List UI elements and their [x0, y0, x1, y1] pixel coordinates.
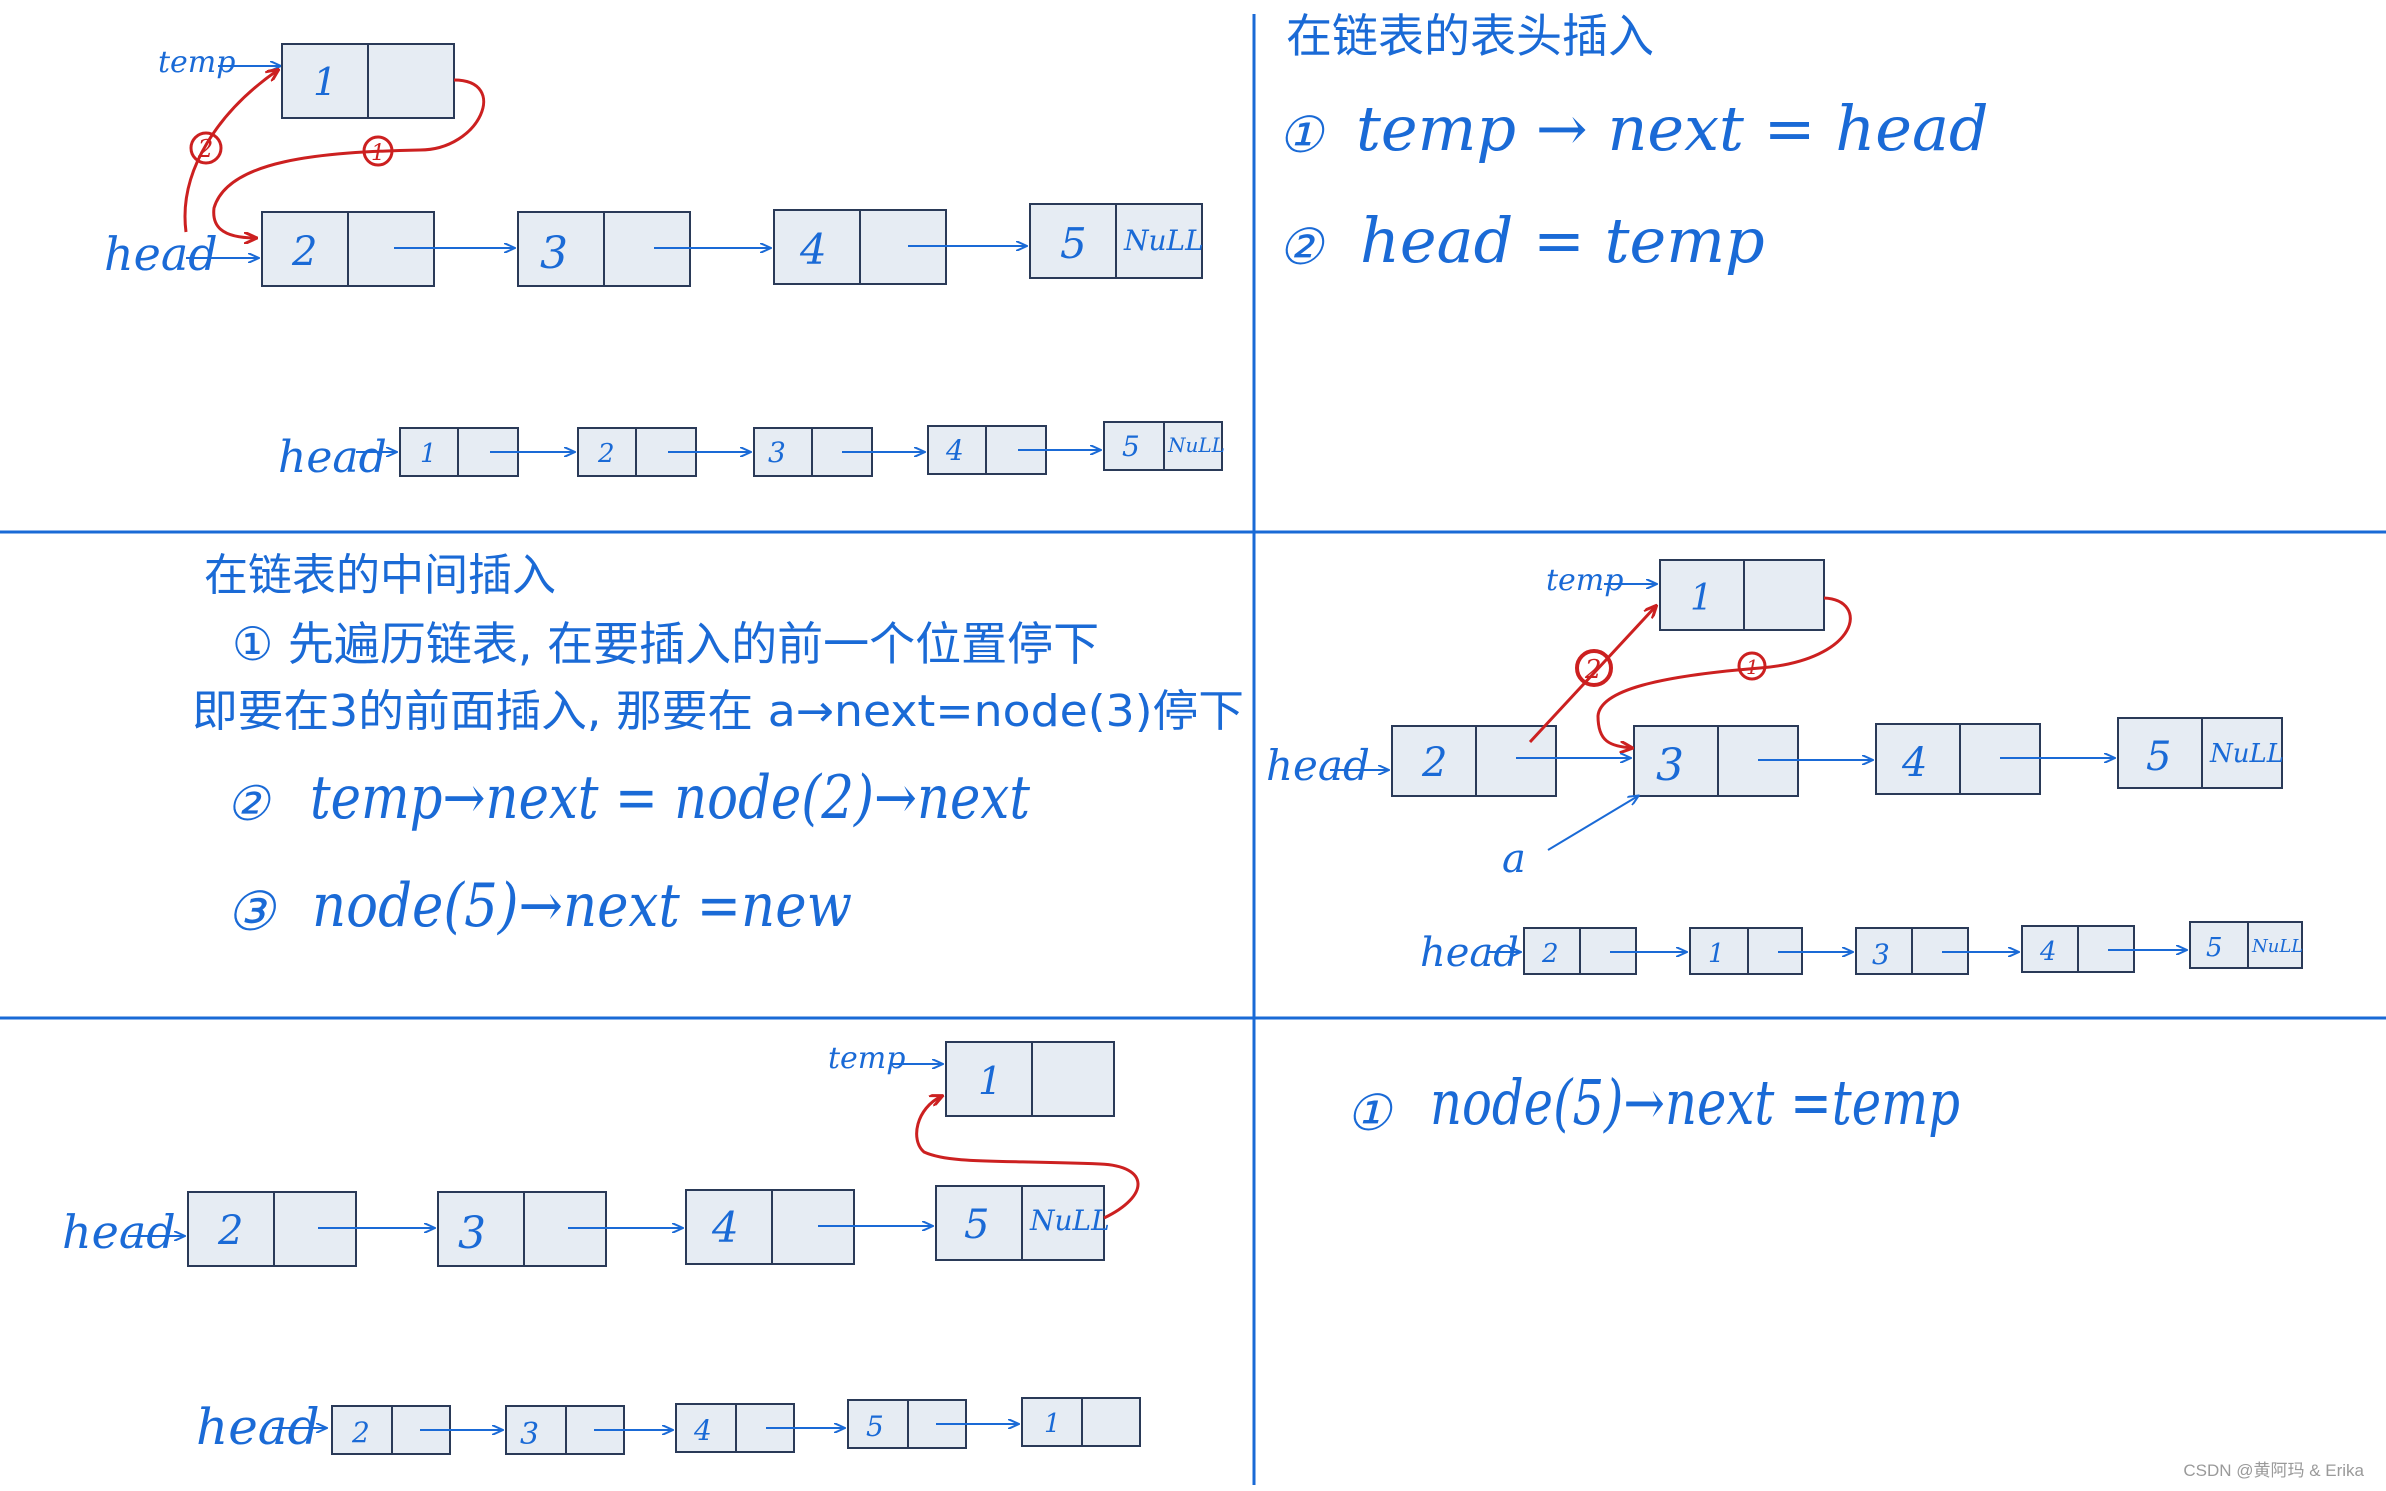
panel-tail-insert-text: ① node(5)→next =temp	[1346, 1066, 1960, 1142]
tail-node-1: 1	[945, 1041, 1115, 1117]
middle-step-2: temp→next = node(2)→next	[310, 763, 1031, 833]
red-step-2-mark-middle	[1575, 649, 1613, 687]
red-arrow-step-1	[212, 78, 486, 238]
temp-label-middle: temp	[1546, 563, 1623, 598]
node-5: 5 NuLL	[1029, 203, 1204, 279]
svg-text:1: 1	[1708, 939, 1725, 969]
svg-text:NuLL: NuLL	[1123, 224, 1204, 257]
svg-text:2: 2	[1584, 655, 1602, 685]
panel-middle-insert-text: 在链表的中间插入 ① 先遍历链表, 在要插入的前一个位置停下 即要在3的前面插入…	[192, 550, 1244, 943]
head-label-tail: head	[62, 1205, 176, 1259]
red-step-1-mark-middle	[1737, 651, 1767, 681]
svg-text:2: 2	[1421, 740, 1447, 786]
svg-text:1: 1	[978, 1059, 1002, 1103]
svg-text:NuLL: NuLL	[2209, 739, 2284, 769]
svg-text:3: 3	[458, 1208, 486, 1259]
svg-text:3: 3	[1656, 740, 1684, 791]
head-step-2: head = temp	[1360, 204, 1765, 277]
svg-text:4: 4	[945, 434, 964, 467]
panel-head-insert-diagram: temp 1 head 2 3 4	[104, 43, 1225, 483]
a-label: a	[1502, 836, 1526, 882]
svg-text:1: 1	[420, 439, 437, 469]
svg-text:NuLL: NuLL	[2251, 936, 2303, 957]
head-step-1: temp → next = head	[1356, 92, 1989, 165]
svg-text:5: 5	[2206, 933, 2223, 963]
tail-step-1-number: ①	[1346, 1084, 1393, 1142]
middle-node-5: 5 NuLL	[2117, 717, 2284, 789]
middle-result-node-5: 5 NuLL	[2189, 921, 2303, 969]
red-arrow-step-1-middle	[1596, 596, 1852, 748]
panel-middle-insert-diagram: temp 1 head 2 3 4 5	[1266, 559, 2303, 976]
svg-text:2: 2	[351, 1416, 370, 1449]
panel-head-insert-text: 在链表的表头插入 ① temp → next = head ② head = t…	[1278, 9, 1989, 277]
head-step-2-number: ②	[1278, 218, 1325, 276]
watermark: CSDN @黄阿玛 & Erika	[2183, 1461, 2364, 1480]
middle-step-1: ① 先遍历链表, 在要插入的前一个位置停下	[232, 617, 1099, 671]
head-insert-title: 在链表的表头插入	[1286, 9, 1654, 63]
svg-text:4: 4	[693, 1414, 712, 1447]
svg-text:4: 4	[2039, 937, 2057, 967]
middle-node-2: 2	[1391, 725, 1557, 797]
tail-step-1: node(5)→next =temp	[1430, 1066, 1960, 1139]
tail-result-node-1: 1	[1021, 1397, 1141, 1447]
temp-label: temp	[158, 45, 235, 80]
svg-text:1: 1	[313, 60, 337, 104]
svg-text:5: 5	[866, 1410, 884, 1443]
svg-text:5: 5	[1122, 430, 1140, 463]
middle-step-1-note: 即要在3的前面插入, 那要在 a→next=node(3)停下	[192, 686, 1244, 737]
svg-text:1: 1	[1690, 578, 1713, 619]
svg-text:1: 1	[1746, 655, 1759, 679]
svg-text:4: 4	[1901, 740, 1927, 786]
node-1: 1	[281, 43, 455, 119]
head-label: head	[104, 227, 218, 281]
red-step-2-mark	[189, 131, 223, 165]
svg-text:3: 3	[520, 1417, 539, 1452]
middle-result-node-3: 3	[1855, 927, 1969, 975]
middle-node-1: 1	[1659, 559, 1825, 631]
svg-text:2: 2	[291, 229, 317, 275]
svg-text:3: 3	[540, 228, 568, 279]
svg-text:NuLL: NuLL	[1029, 1204, 1110, 1237]
middle-step-2-number: ②	[226, 776, 272, 832]
tail-node-5: 5 NuLL	[935, 1185, 1110, 1261]
svg-text:5: 5	[1060, 219, 1087, 268]
svg-text:3: 3	[1872, 938, 1890, 971]
head-label-middle: head	[1266, 741, 1370, 790]
result-node-5: 5 NuLL	[1103, 421, 1225, 471]
middle-step-3-number: ③	[226, 880, 277, 943]
svg-text:5: 5	[2146, 734, 2171, 780]
svg-text:NuLL: NuLL	[1167, 433, 1225, 457]
svg-text:2: 2	[197, 135, 213, 163]
svg-text:2: 2	[217, 1208, 243, 1254]
result-node-3: 3	[753, 427, 873, 477]
node-3: 3	[517, 211, 691, 287]
red-arrow-step-2	[183, 70, 278, 233]
result-head-label: head	[278, 432, 387, 483]
panel-tail-insert-diagram: temp 1 head 2 3 4 5	[62, 1041, 1141, 1456]
svg-text:1: 1	[1044, 1409, 1061, 1439]
svg-text:5: 5	[964, 1202, 989, 1248]
middle-insert-title: 在链表的中间插入	[204, 550, 556, 601]
temp-label-tail: temp	[828, 1041, 905, 1076]
red-step-1-mark	[362, 135, 394, 167]
red-arrow-step-2-middle	[1528, 606, 1656, 744]
red-arrow-tail-link	[915, 1096, 1140, 1220]
svg-text:3: 3	[768, 436, 786, 469]
svg-text:4: 4	[799, 225, 827, 274]
svg-text:2: 2	[597, 439, 615, 469]
middle-step-3: node(5)→next =new	[312, 871, 852, 941]
svg-text:1: 1	[371, 141, 385, 166]
svg-text:4: 4	[711, 1203, 739, 1252]
a-pointer-arrow	[1547, 796, 1638, 851]
svg-text:2: 2	[1541, 939, 1559, 969]
head-step-1-number: ①	[1278, 106, 1325, 164]
